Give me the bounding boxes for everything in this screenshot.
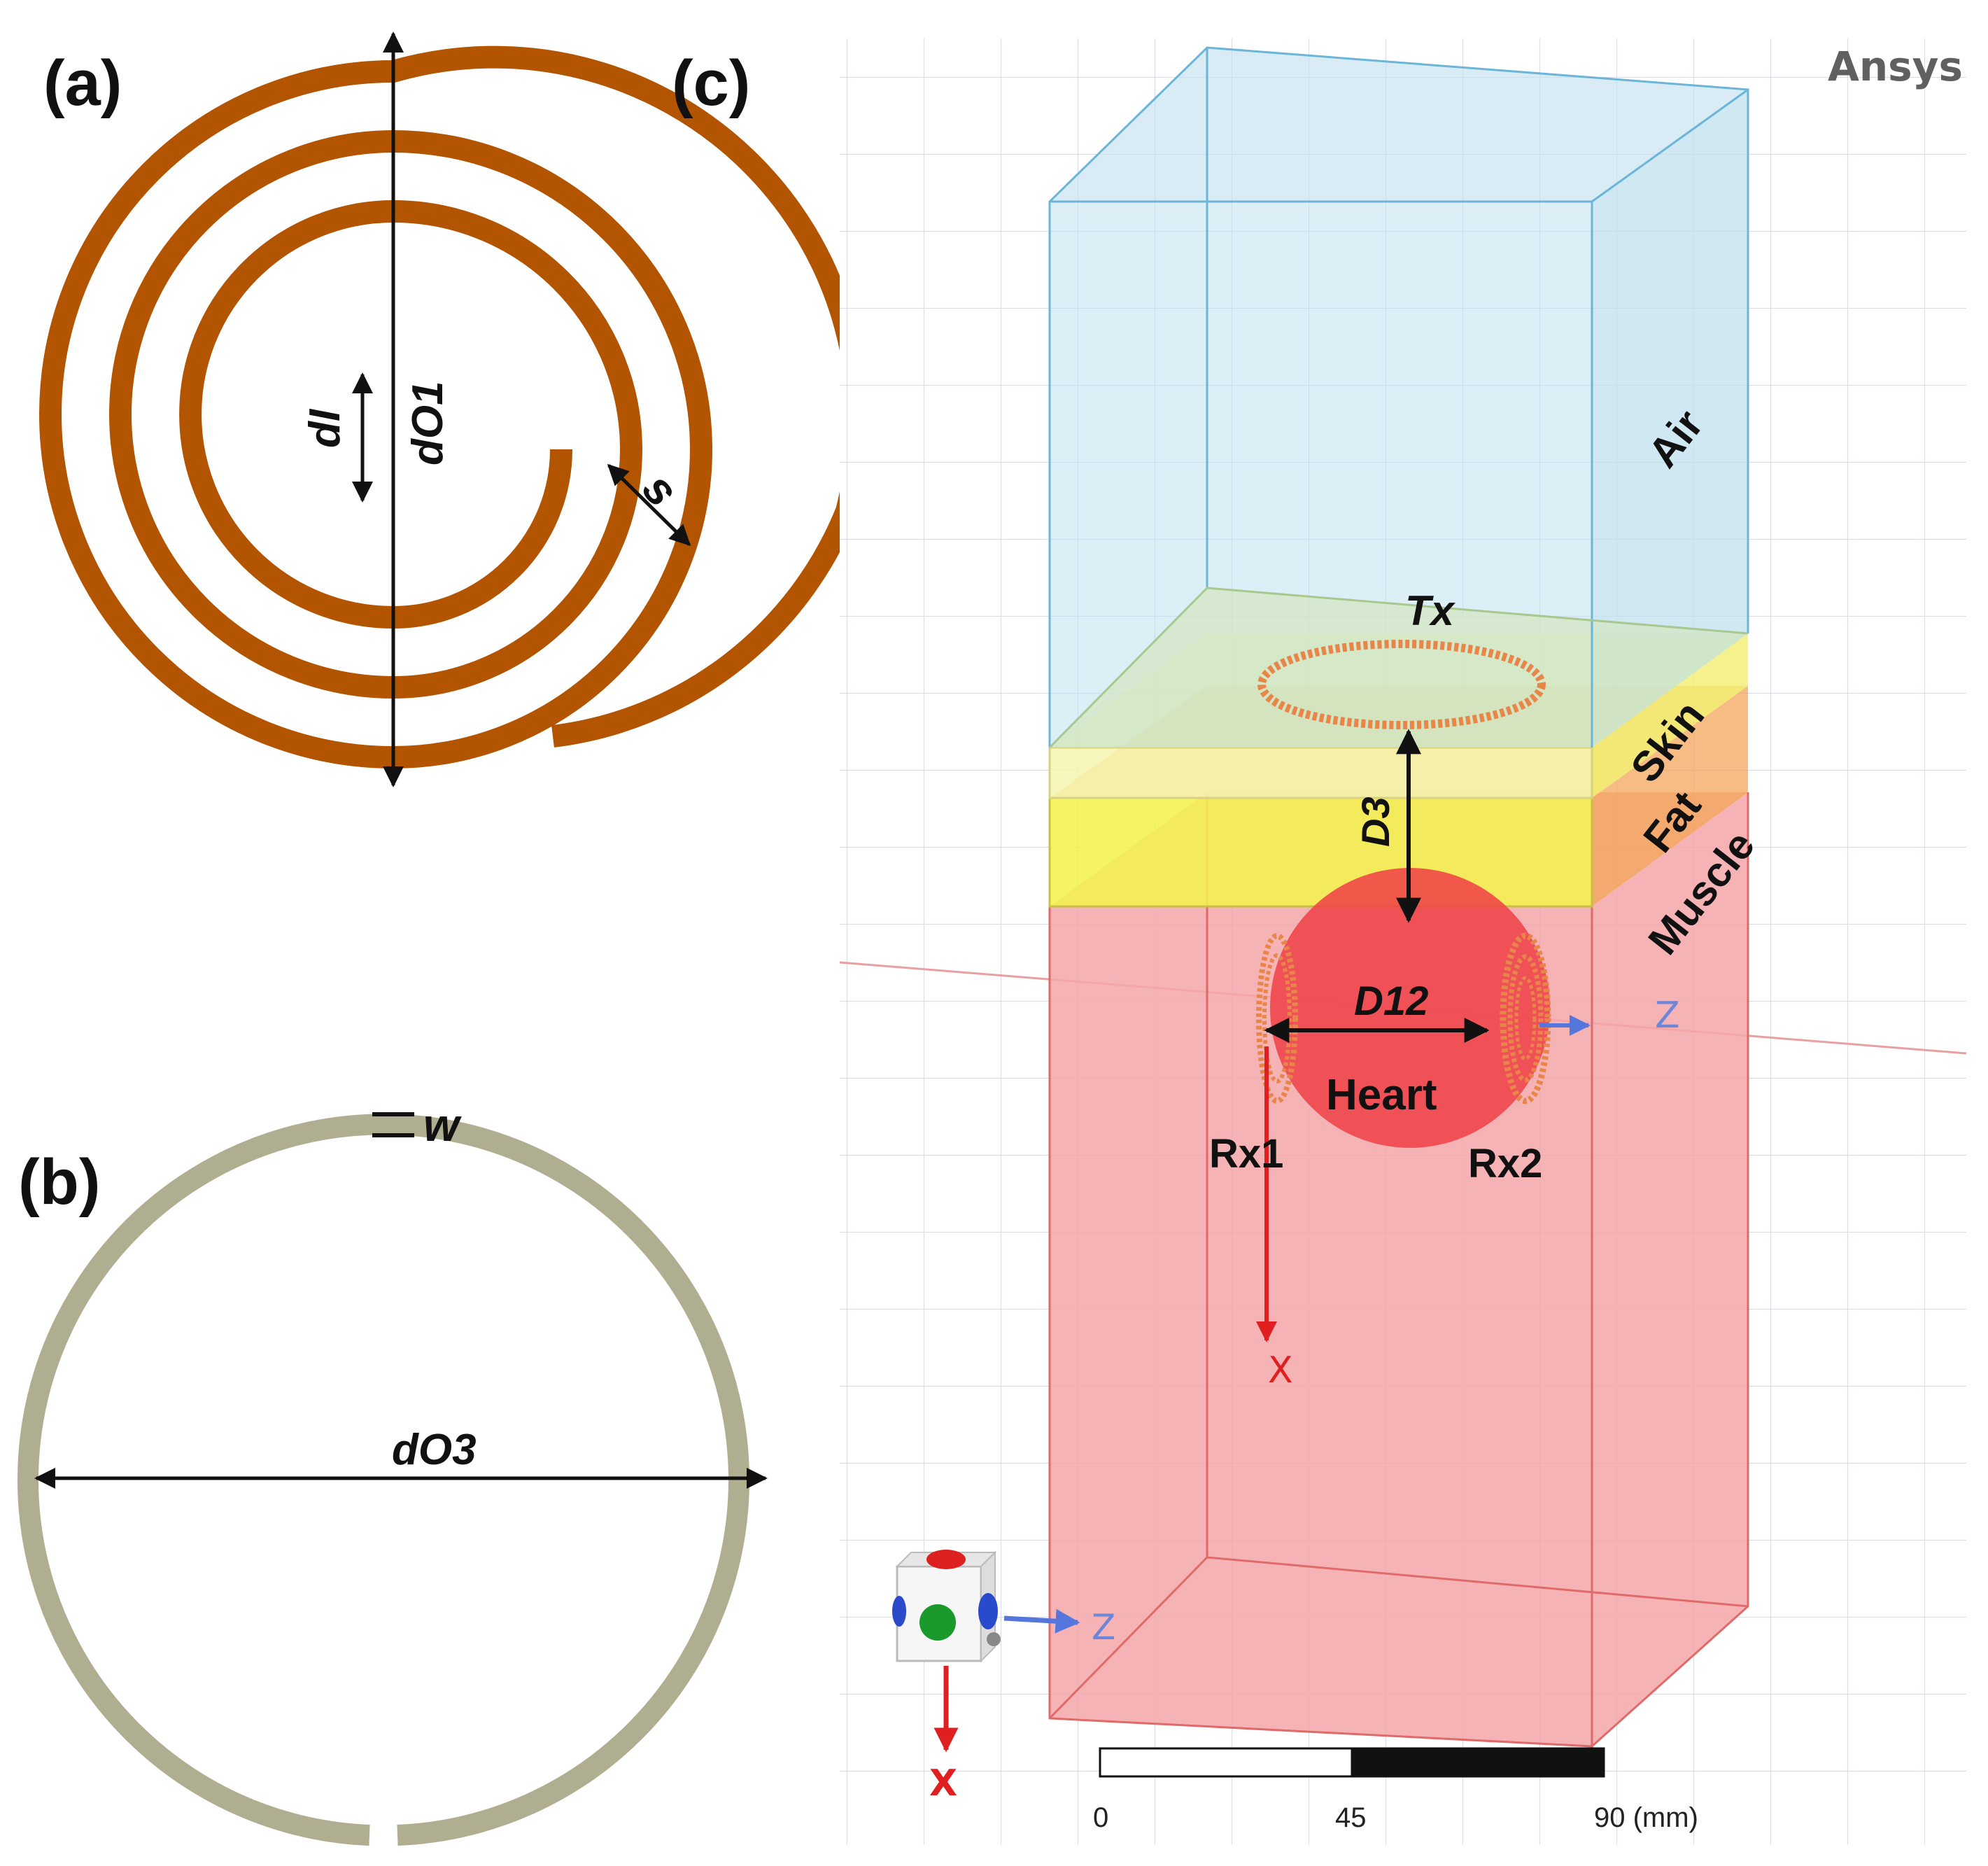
local-axes: Z X [1256, 995, 1680, 1391]
label-tx: Tx [1405, 587, 1456, 634]
tx-coil [1257, 640, 1546, 729]
label-dO3: dO3 [392, 1426, 477, 1474]
scale-tick-45: 45 [1335, 1802, 1367, 1833]
label-dI: dI [301, 408, 349, 448]
panel-c: (c) Ansys [672, 38, 1967, 1844]
dim-w-marker [372, 1112, 414, 1137]
orientation-cube[interactable]: Z X [892, 1550, 1115, 1804]
local-z-label: Z [1655, 995, 1680, 1037]
panel-a-label: (a) [43, 48, 122, 119]
panel-b-label: (b) [18, 1146, 100, 1218]
label-dO1: dO1 [404, 381, 452, 465]
spiral-coil [39, 45, 870, 769]
label-d12: D12 [1354, 978, 1428, 1024]
scale-tick-90: 90 (mm) [1594, 1802, 1698, 1833]
panel-a: (a) dI dO1 s [39, 31, 870, 787]
cube-x-label: X [929, 1762, 957, 1804]
scale-tick-0: 0 [1093, 1802, 1108, 1833]
label-d3: D3 [1353, 797, 1397, 847]
panel-b: (b) w dO3 [17, 1099, 768, 1846]
heart-sphere [1270, 868, 1550, 1148]
rx2-coil [1500, 932, 1551, 1104]
label-rx1: Rx1 [1209, 1131, 1283, 1177]
air-layer [1048, 46, 1749, 749]
ansys-brand: Ansys [1828, 43, 1963, 90]
label-rx2: Rx2 [1468, 1141, 1542, 1186]
loop-coil [17, 1114, 749, 1846]
scale-bar: 0 45 90 (mm) [1093, 1747, 1698, 1833]
label-w: w [423, 1099, 462, 1151]
dim-s-arrow [607, 463, 691, 547]
label-heart: Heart [1326, 1071, 1437, 1119]
local-x-label: X [1268, 1349, 1293, 1391]
panel-c-label: (c) [672, 48, 750, 119]
cube-z-label: Z [1092, 1607, 1115, 1648]
